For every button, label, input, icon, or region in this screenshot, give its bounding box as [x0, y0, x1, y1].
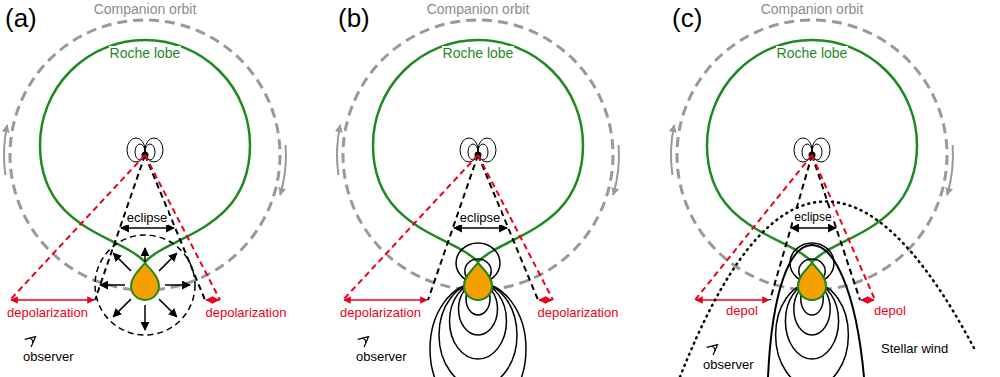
- roche-lobe-label: Roche lobe: [109, 46, 182, 61]
- orbit-label: Companion orbit: [426, 2, 531, 17]
- depolarization-label: depolarization: [339, 306, 422, 320]
- eclipse-arrow: [791, 227, 836, 229]
- observer-eye: [358, 333, 372, 347]
- panel-letter: (c): [671, 4, 703, 33]
- roche-lobe-label: Roche lobe: [442, 46, 515, 61]
- observer-label: observer: [702, 358, 755, 372]
- panel-b: [337, 20, 619, 377]
- sight-lines: [10, 155, 220, 300]
- observer-label: observer: [22, 350, 75, 364]
- eclipse-label: eclipse: [126, 211, 168, 225]
- orbit-label: Companion orbit: [93, 2, 198, 17]
- eclipse-label: eclipse: [793, 211, 832, 224]
- stellar-wind-boundary: [680, 201, 975, 377]
- observer-eye: [707, 341, 721, 355]
- companion-field-lines: [768, 243, 864, 377]
- roche-lobe-label: Roche lobe: [776, 46, 849, 61]
- outflow-arrows: [100, 248, 190, 330]
- stellar-wind-label: Stellar wind: [880, 342, 949, 356]
- panel-letter: (b): [337, 4, 371, 33]
- depol-label: depol: [725, 304, 759, 318]
- binary-system: [4, 20, 286, 300]
- depol-arrow: [861, 299, 874, 301]
- binary-system: [671, 20, 953, 300]
- sight-lines: [695, 155, 875, 300]
- eclipse-label: eclipse: [459, 211, 501, 225]
- depolarization-label: depolarization: [6, 306, 89, 320]
- orbit-label: Companion orbit: [760, 2, 865, 17]
- sight-lines: [343, 155, 553, 300]
- depol-arrow: [696, 299, 769, 301]
- outflow-circle: [95, 235, 195, 335]
- depolarization-label: depolarization: [205, 306, 288, 320]
- panel-c: [671, 20, 975, 377]
- depol-label: depol: [873, 304, 907, 318]
- companion-field-lines: [430, 243, 526, 377]
- depolarization-label: depolarization: [537, 306, 620, 320]
- observer-label: observer: [355, 350, 408, 364]
- observer-eye: [25, 333, 39, 347]
- panel-a: [4, 20, 286, 347]
- binary-system: [337, 20, 619, 300]
- panel-letter: (a): [4, 4, 38, 33]
